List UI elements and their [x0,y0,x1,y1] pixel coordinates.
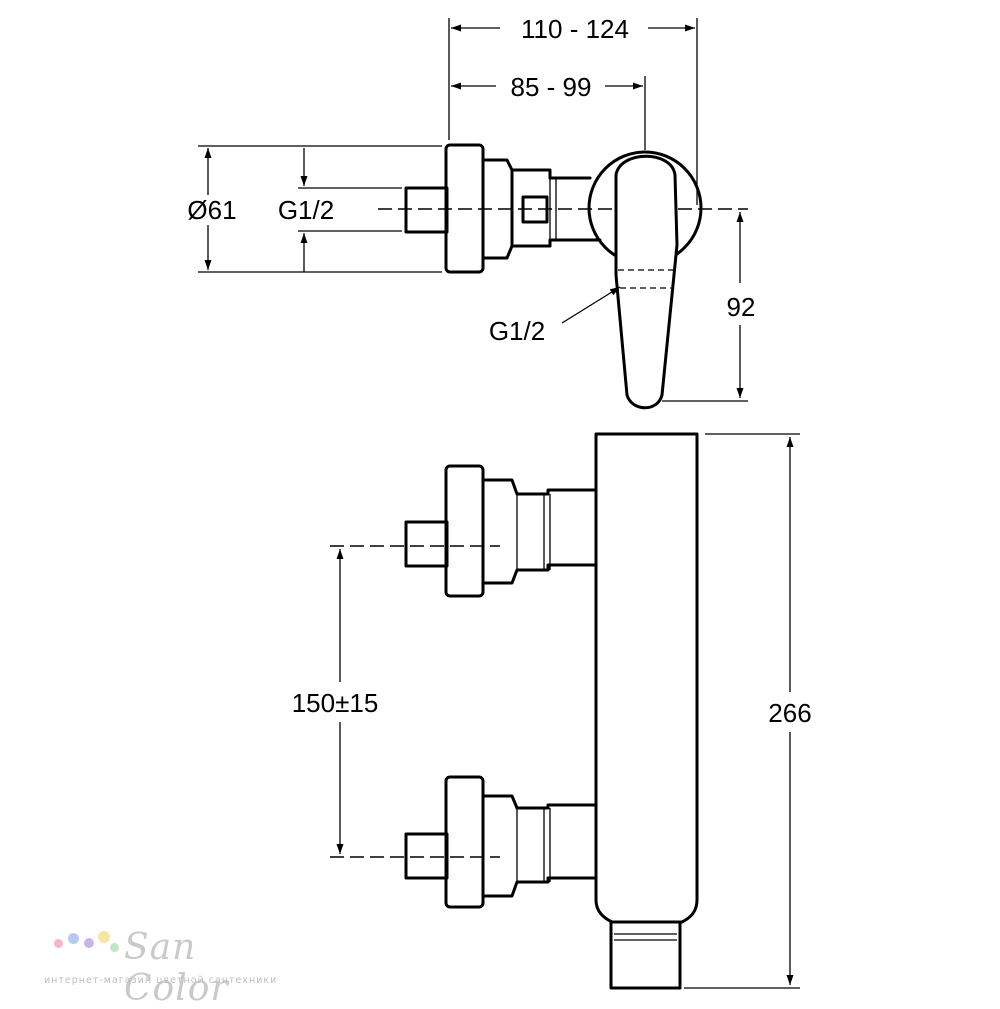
dimension-outlet-thread: G1/2 [489,316,545,346]
logo-dot [110,943,119,952]
upper-inlet-stub [404,520,449,568]
leader-line-outlet-thread [561,286,621,324]
logo-dot [54,939,63,948]
sancolor-logo: San Color интернет-магазин цветной санте… [40,925,300,1009]
wall-flange [444,143,485,274]
logo-dot [68,933,79,944]
connector-body [481,158,602,260]
dimension-inlet-spacing: 150±15 [292,688,379,718]
upper-wall-flange [444,464,485,598]
dimension-body-height: 266 [768,698,811,728]
lever-handle [614,154,679,410]
dimension-flange-diameter: Ø61 [187,195,236,225]
dimension-handle-depth: 85 - 99 [511,72,592,102]
dimension-inlet-thread: G1/2 [278,195,334,225]
lower-connector [481,794,598,810]
outlet-nozzle [609,920,682,990]
connector-nut [521,195,549,224]
front-view: 150±15 266 [292,432,812,990]
mixer-body [594,432,699,924]
upper-connector [481,478,598,496]
logo-dot [84,938,94,948]
logo-name: San Color [124,927,229,1009]
logo-dot [98,931,110,943]
lower-wall-flange [444,775,485,909]
inlet-stub [404,186,449,234]
lower-connector [481,876,598,898]
dimension-overall-depth: 110 - 124 [521,14,629,44]
dimension-handle-height: 92 [727,292,756,322]
top-view: 110 - 124 85 - 99 Ø61 G1/2 [187,14,756,410]
upper-connector [481,563,598,585]
logo-tagline: интернет-магазин цветной сантехники [44,975,278,986]
lower-inlet-stub [404,832,449,880]
